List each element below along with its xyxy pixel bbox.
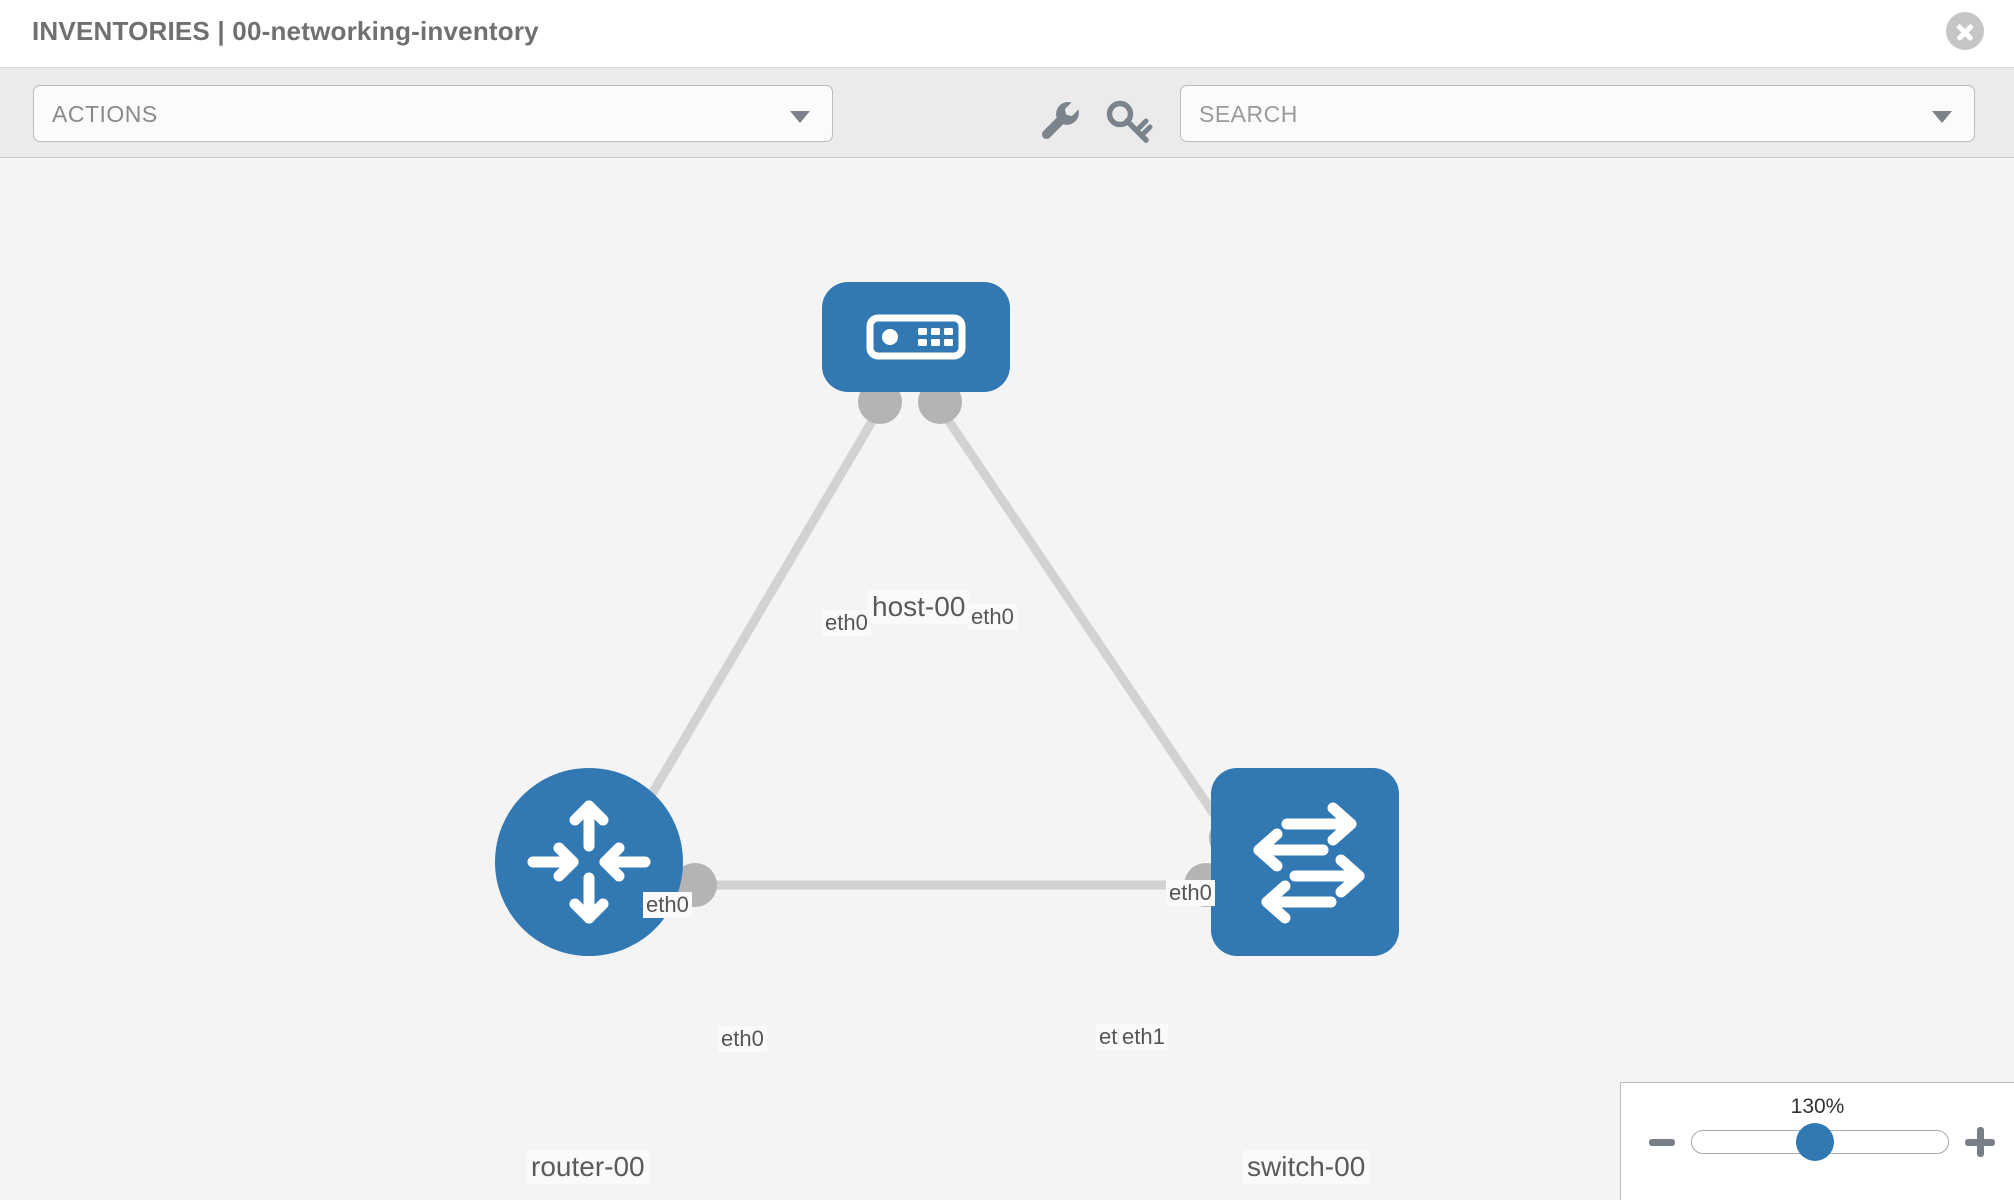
search-placeholder: SEARCH bbox=[1199, 101, 1298, 127]
chevron-down-icon bbox=[1932, 111, 1952, 123]
actions-dropdown[interactable]: ACTIONS bbox=[33, 85, 833, 142]
zoom-level-value: 130% bbox=[1790, 1095, 1845, 1118]
edge-label-eth0: eth0 bbox=[718, 1026, 767, 1052]
edge-label-eth0: eth0 bbox=[822, 610, 871, 636]
topology-links bbox=[616, 405, 1234, 890]
zoom-slider-handle[interactable] bbox=[1796, 1123, 1834, 1161]
actions-dropdown-label: ACTIONS bbox=[52, 101, 158, 127]
node-router-00[interactable] bbox=[495, 768, 683, 956]
minus-icon[interactable] bbox=[1649, 1139, 1675, 1146]
page-header: INVENTORIES | 00-networking-inventory bbox=[0, 0, 2014, 68]
node-switch-00-label: switch-00 bbox=[1243, 1150, 1370, 1184]
wrench-icon[interactable] bbox=[1035, 95, 1087, 147]
node-host-00[interactable] bbox=[822, 282, 1010, 392]
node-switch-00-shape bbox=[1211, 768, 1399, 956]
topology-canvas[interactable]: host-00 bbox=[0, 158, 2014, 1200]
close-icon[interactable] bbox=[1946, 12, 1984, 50]
key-icon[interactable] bbox=[1103, 95, 1155, 147]
node-host-00-shape bbox=[822, 282, 1010, 392]
node-switch-00[interactable] bbox=[1211, 768, 1399, 956]
plus-icon-vertical bbox=[1976, 1127, 1984, 1157]
search-input[interactable]: SEARCH bbox=[1180, 85, 1975, 142]
node-host-00-label: host-00 bbox=[868, 590, 970, 624]
node-router-00-shape bbox=[495, 768, 683, 956]
edge-label-eth1: eth1 bbox=[1119, 1024, 1168, 1050]
chevron-down-icon bbox=[790, 111, 810, 123]
page-title: INVENTORIES | 00-networking-inventory bbox=[32, 16, 539, 46]
edge-label-eth0: eth0 bbox=[1166, 880, 1215, 906]
node-router-00-label: router-00 bbox=[527, 1150, 649, 1184]
edge-label-eth0: eth0 bbox=[968, 604, 1017, 630]
edge-label-eth0: eth0 bbox=[643, 892, 692, 918]
zoom-control-panel: 130% bbox=[1620, 1082, 2014, 1200]
plus-icon[interactable] bbox=[1965, 1127, 1995, 1157]
